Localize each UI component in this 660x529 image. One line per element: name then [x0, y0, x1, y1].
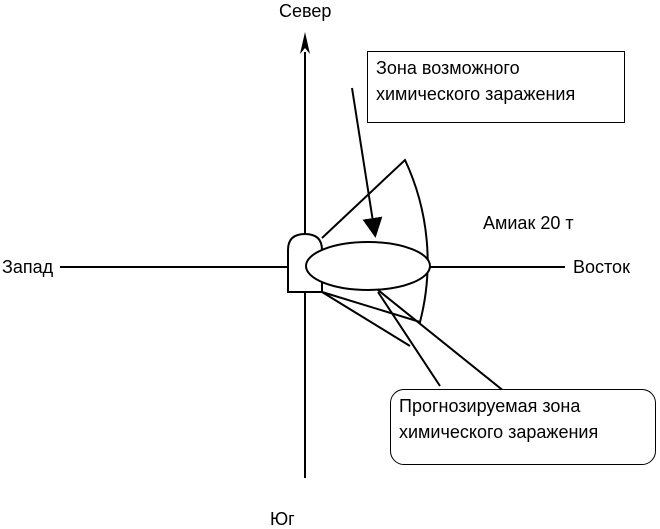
- possible-zone-callout-line-1: Зона возможного: [376, 58, 520, 78]
- forecast-zone-leader-left: [377, 291, 441, 387]
- sector-lower-edge: [321, 291, 411, 347]
- north-label: Север: [279, 1, 332, 21]
- forecast-zone-callout: Прогнозируемая зона химического заражени…: [390, 389, 656, 465]
- forecast-contamination-ellipse: [305, 241, 431, 291]
- possible-zone-callout-line-2: химического заражения: [376, 84, 576, 104]
- north-arrowhead-icon: [300, 32, 310, 54]
- possible-contamination-sector: [321, 158, 429, 324]
- east-label: Восток: [573, 257, 630, 277]
- substance-label: Амиак 20 т: [483, 213, 574, 233]
- possible-zone-callout: Зона возможного химического заражения: [367, 51, 625, 123]
- possible-zone-leader: [351, 87, 383, 238]
- forecast-zone-callout-line-2: химического заражения: [399, 422, 599, 442]
- forecast-zone-callout-line-1: Прогнозируемая зона: [399, 396, 581, 416]
- west-label: Запад: [2, 257, 54, 277]
- south-label: Юг: [270, 509, 295, 529]
